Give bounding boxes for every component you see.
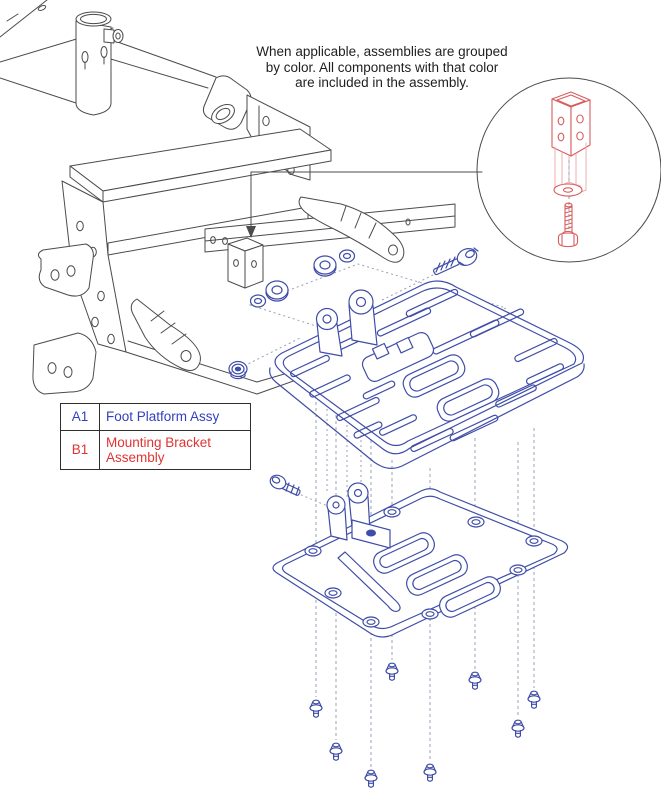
lug-tube: [202, 75, 252, 130]
note-text: When applicable, assemblies are grouped …: [236, 44, 528, 91]
washer-2: [249, 294, 267, 308]
screw: [423, 763, 437, 782]
channel-rail: [204, 203, 456, 253]
plate-slots: [373, 532, 501, 618]
platform-mount-ears: [315, 289, 435, 382]
legend-id-a1: A1: [60, 403, 100, 431]
tread-slats: [290, 288, 565, 453]
screw: [309, 699, 323, 718]
seat-post-tube: [75, 11, 124, 116]
detail-leader: [246, 171, 483, 238]
leader-arrowhead: [246, 226, 256, 238]
screw: [364, 769, 378, 788]
spacer-1: [313, 255, 337, 277]
hex-bolt-blue: [433, 247, 479, 276]
hinge-screw: [269, 474, 301, 496]
legend-label-b1: Mounting Bracket Assembly: [99, 430, 251, 470]
left-arm-lower: [32, 332, 97, 395]
detail-washer: [553, 183, 583, 197]
swing-arm-lower: [130, 298, 201, 371]
frame-assembly: [0, 0, 456, 395]
left-arm-upper: [37, 243, 94, 297]
legend-table: A1 Foot Platform Assy B1 Mounting Bracke…: [60, 403, 251, 470]
mounting-plate-bottom: [269, 474, 569, 638]
note-line-1: When applicable, assemblies are grouped: [256, 44, 508, 59]
note-line-3: are included in the assembly.: [295, 75, 469, 90]
foot-platform-top: [269, 280, 585, 469]
detail-hex-bolt: [557, 202, 579, 248]
screw: [385, 662, 399, 681]
screw: [329, 742, 343, 761]
lock-nut: [228, 360, 248, 380]
washer-1: [338, 249, 356, 263]
plate-screw-holes: [304, 506, 543, 628]
platform-cutouts: [402, 354, 500, 422]
screw: [468, 671, 482, 690]
mount-block: [227, 237, 264, 289]
bottom-screws: [309, 662, 541, 788]
detail-circle: [476, 77, 661, 263]
legend-label-a1: Foot Platform Assy: [99, 403, 251, 431]
rail-hole: [37, 5, 47, 11]
frame-bottom-edge: [125, 340, 300, 395]
mounting-bracket: [551, 91, 591, 157]
note-line-2: by color. All components with that color: [265, 59, 499, 75]
screw: [527, 690, 541, 709]
frame-rails: [0, 0, 217, 104]
spacer-2: [265, 280, 289, 302]
loose-hardware: [228, 247, 479, 380]
legend-row-foot-platform: A1 Foot Platform Assy: [60, 403, 251, 431]
hinge-bracket: [326, 482, 401, 613]
legend-row-mounting-bracket: B1 Mounting Bracket Assembly: [60, 430, 251, 470]
swing-arm-upper: [298, 196, 405, 263]
screw: [511, 719, 525, 738]
legend-id-b1: B1: [60, 430, 100, 470]
